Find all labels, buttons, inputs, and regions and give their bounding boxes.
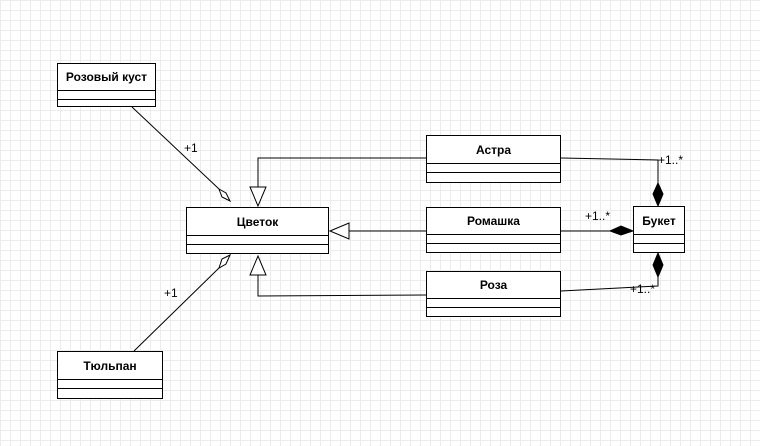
class-name: Розовый куст <box>58 64 155 91</box>
class-flower[interactable]: Цветок <box>186 207 329 254</box>
composition-diamond-aster <box>652 181 664 208</box>
multiplicity-rose-bush-flower: +1 <box>184 141 198 155</box>
class-operations <box>58 389 162 398</box>
generalization-arrow-aster <box>249 186 267 208</box>
edge-rose-to-flower[interactable] <box>257 275 428 297</box>
aggregation-diamond-tulip <box>218 253 232 270</box>
generalization-arrow-chamomile <box>328 222 350 240</box>
class-attributes <box>58 380 162 389</box>
class-operations <box>187 245 328 253</box>
class-operations <box>634 244 684 252</box>
class-operations <box>58 100 155 106</box>
generalization-arrow-rose <box>249 254 267 276</box>
class-name: Букет <box>634 207 684 235</box>
class-operations <box>427 244 560 252</box>
class-operations <box>427 308 560 316</box>
class-name: Цветок <box>187 208 328 236</box>
class-attributes <box>58 91 155 100</box>
edge-rose-bush-to-flower[interactable] <box>131 106 220 190</box>
composition-diamond-chamomile <box>608 225 635 236</box>
class-name: Ромашка <box>427 208 560 235</box>
multiplicity-aster-bouquet: +1..* <box>658 153 684 167</box>
class-attributes <box>634 235 684 244</box>
multiplicity-chamomile-bouquet: +1..* <box>585 209 611 223</box>
edge-tulip-to-flower[interactable] <box>133 267 220 352</box>
class-aster[interactable]: Астра <box>426 135 561 183</box>
class-bouquet[interactable]: Букет <box>633 206 685 253</box>
class-attributes <box>187 236 328 245</box>
class-tulip[interactable]: Тюльпан <box>57 351 163 399</box>
class-rose[interactable]: Роза <box>426 271 561 317</box>
class-name: Астра <box>427 136 560 164</box>
class-operations <box>427 173 560 182</box>
class-attributes <box>427 235 560 244</box>
multiplicity-rose-bouquet: +1..* <box>630 282 656 296</box>
edge-aster-to-flower[interactable] <box>257 157 427 187</box>
class-chamomile[interactable]: Ромашка <box>426 207 561 253</box>
class-attributes <box>427 299 560 308</box>
class-rose-bush[interactable]: Розовый куст <box>57 63 156 107</box>
aggregation-diamond-rose-bush <box>218 187 232 203</box>
class-attributes <box>427 164 560 173</box>
composition-diamond-rose <box>652 251 664 279</box>
class-name: Роза <box>427 272 560 299</box>
edge-aster-to-bouquet[interactable] <box>560 157 659 183</box>
edge-rose-to-bouquet[interactable] <box>560 277 659 292</box>
multiplicity-tulip-flower: +1 <box>164 286 178 300</box>
class-name: Тюльпан <box>58 352 162 380</box>
